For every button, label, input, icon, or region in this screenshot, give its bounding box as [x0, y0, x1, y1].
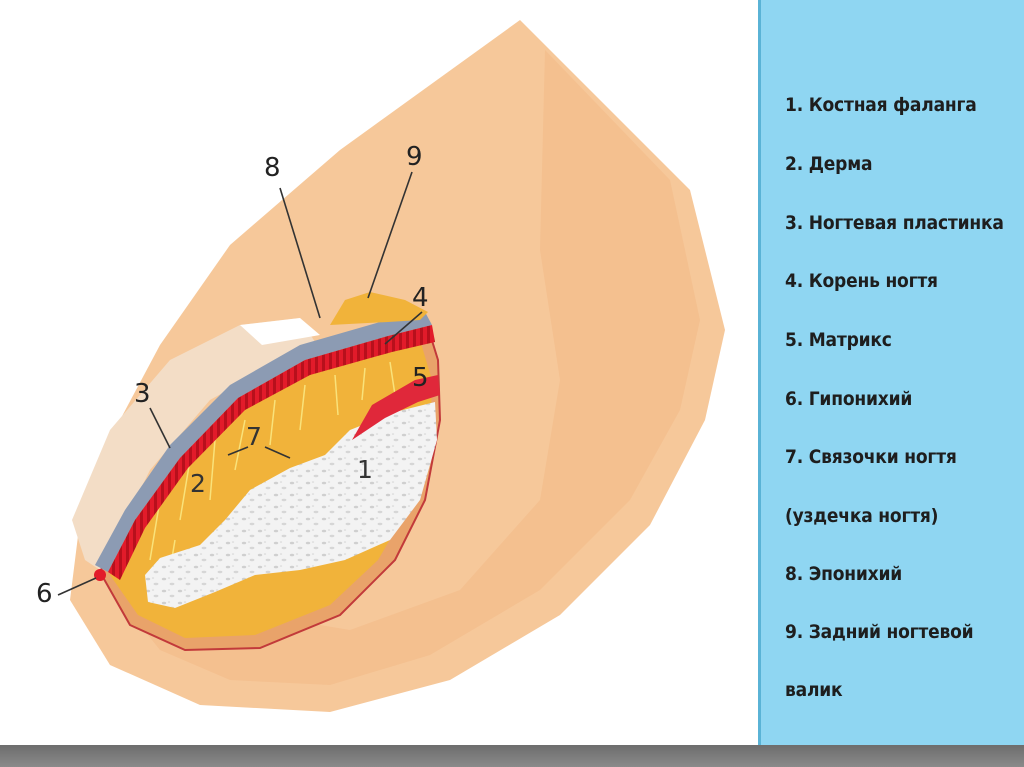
legend-item-nail-plate: 3. Ногтевая пластинка — [785, 212, 1004, 234]
matrix-root — [352, 375, 440, 440]
slide-bottom-bar — [0, 745, 1024, 767]
leader-line-7b — [264, 446, 291, 459]
legend-item-posterior-nail-fold: 9. Задний ногтевой — [785, 621, 974, 643]
hyponychium-point — [94, 569, 106, 581]
legend-item-eponychium: 8. Эпонихий — [785, 563, 902, 585]
leader-line-8 — [279, 187, 321, 319]
callout-8: 8 — [264, 153, 281, 183]
finger-skin-shade — [120, 50, 700, 685]
leader-line-7a — [227, 446, 249, 456]
legend-item-posterior-nail-fold-cont: валик — [785, 679, 843, 701]
leader-line-3 — [149, 407, 171, 449]
leader-line-9 — [367, 171, 413, 299]
legend-item-nail-root: 4. Корень ногтя — [785, 270, 938, 292]
region-label-2: 2 — [190, 469, 206, 498]
callout-4: 4 — [412, 283, 429, 313]
nail-plate-surface — [72, 318, 320, 570]
leader-lines — [57, 171, 423, 596]
legend-item-bone-phalanx: 1. Костная фаланга — [785, 94, 977, 116]
leader-line-6 — [57, 577, 97, 596]
bone-phalanx — [145, 402, 437, 608]
callout-9: 9 — [406, 142, 423, 172]
legend-item-matrix: 5. Матрикс — [785, 329, 892, 351]
fingertip-cross-section-diagram: 8 9 4 5 3 6 7 2 1 — [36, 20, 725, 712]
leader-line-4 — [384, 311, 423, 345]
legend-item-dermis: 2. Дерма — [785, 153, 873, 175]
legend-panel: 1. Костная фаланга 2. Дерма 3. Ногтевая … — [758, 0, 1024, 745]
callout-6: 6 — [36, 579, 53, 609]
callout-5: 5 — [412, 363, 429, 393]
region-label-1: 1 — [357, 455, 373, 484]
legend-item-nail-ligaments-note: (уздечка ногтя) — [785, 505, 939, 527]
callout-3: 3 — [134, 379, 151, 409]
region-label-7: 7 — [246, 422, 262, 451]
posterior-nail-fold — [330, 292, 428, 325]
nail-free-edge-white — [240, 318, 320, 345]
legend-item-hyponychium: 6. Гипонихий — [785, 388, 913, 410]
legend-item-nail-ligaments: 7. Связочки ногтя — [785, 446, 957, 468]
